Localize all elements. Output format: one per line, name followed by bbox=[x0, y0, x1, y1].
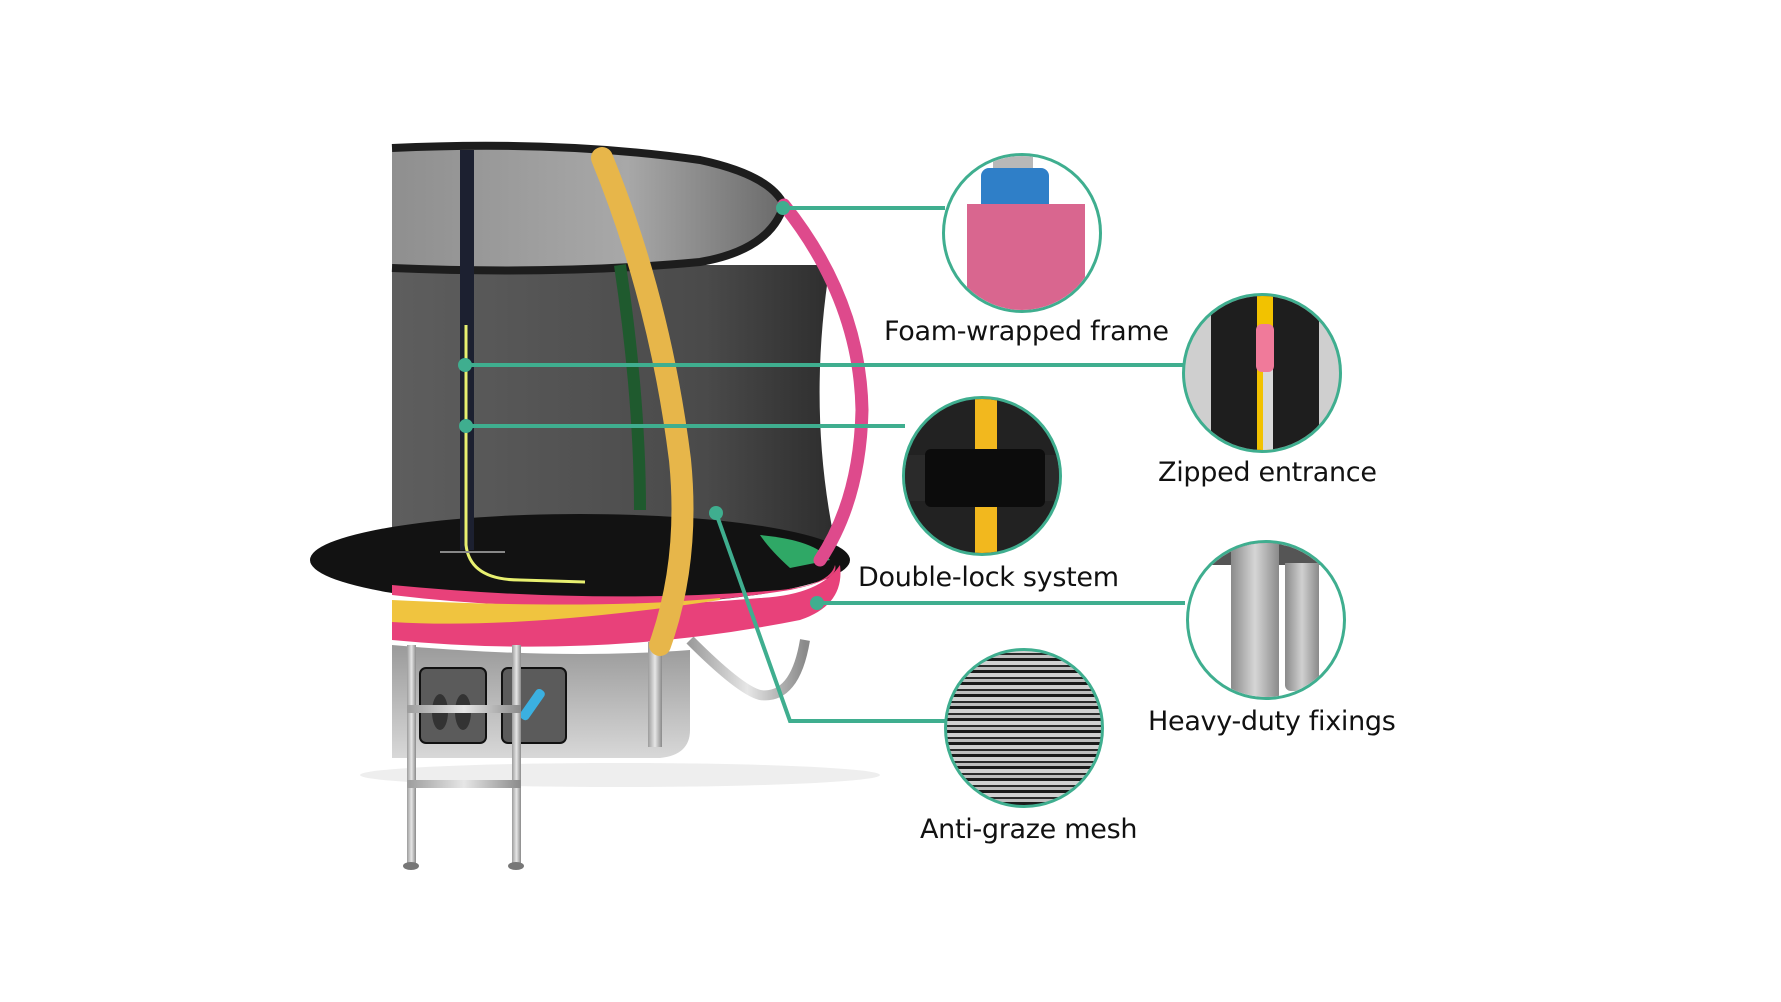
feature-label-double-lock-system: Double-lock system bbox=[858, 562, 1119, 593]
enclosure-net bbox=[392, 265, 840, 565]
padded-pole-yellow bbox=[591, 147, 694, 656]
feature-label-anti-graze-mesh: Anti-graze mesh bbox=[920, 814, 1138, 845]
ladder bbox=[407, 645, 416, 865]
feature-label-zipped-entrance: Zipped entrance bbox=[1158, 457, 1377, 488]
zipper-line bbox=[464, 325, 586, 584]
callout-dots bbox=[458, 201, 824, 610]
steel-leg-joint-closeup-icon bbox=[1186, 540, 1346, 700]
padded-pole-pink bbox=[777, 198, 869, 567]
feature-label-heavy-duty-fixings: Heavy-duty fixings bbox=[1148, 706, 1396, 737]
leg-icon bbox=[686, 636, 810, 701]
zipper-closeup-icon bbox=[1182, 293, 1342, 453]
enclosure-net-top bbox=[392, 145, 784, 271]
foam-padded-pole-closeup-icon bbox=[942, 153, 1102, 313]
callout-lines bbox=[465, 206, 1185, 723]
buckle-closeup-icon bbox=[902, 396, 1062, 556]
net-mesh-closeup-icon bbox=[944, 648, 1104, 808]
jumping-mat bbox=[310, 514, 850, 606]
feature-label-foam-wrapped-frame: Foam-wrapped frame bbox=[884, 316, 1169, 347]
